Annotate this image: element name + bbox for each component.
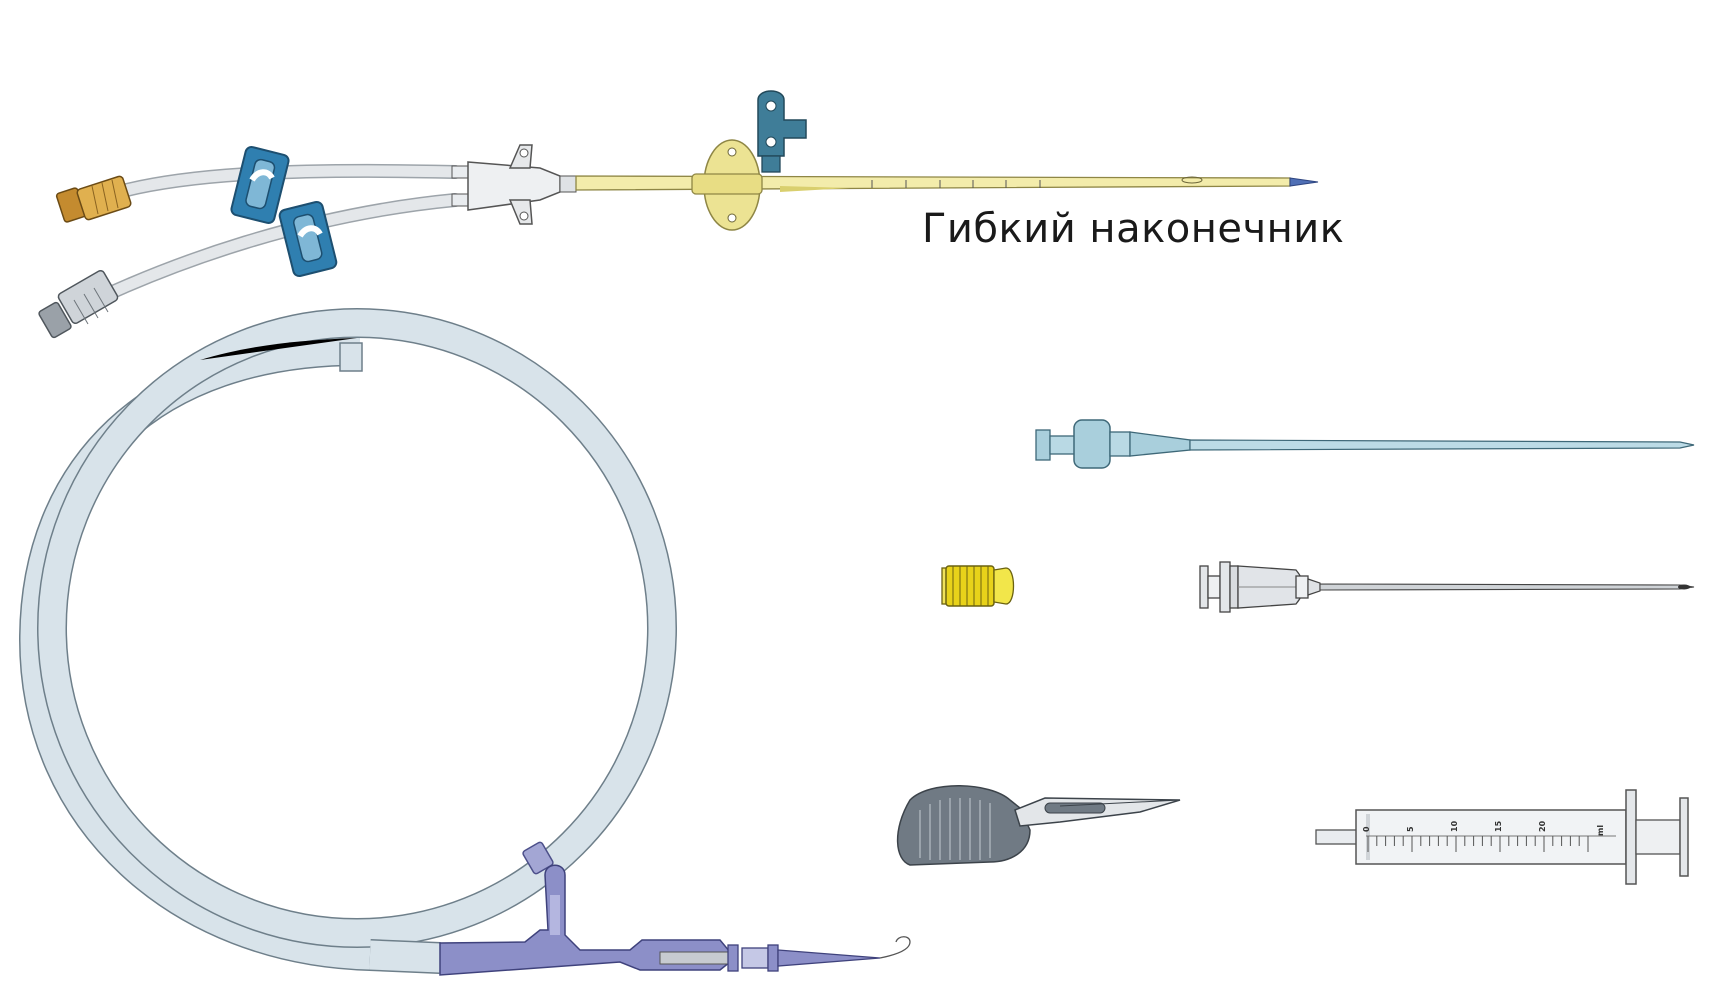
syringe-scale-label-15: 15 (1494, 820, 1503, 832)
syringe-scale-label-20: 20 (1538, 820, 1547, 832)
luer-connector-grey-icon (38, 269, 119, 339)
scalpel-icon (896, 785, 1181, 866)
catheter-shaft-icon (575, 175, 1319, 192)
flexible-tip-caption: Гибкий наконечник (922, 206, 1345, 252)
central-venous-catheter-icon (38, 90, 1319, 339)
dilator-icon (1035, 419, 1695, 469)
guidewire-advancer-icon (439, 864, 911, 976)
introducer-needle-icon (1199, 561, 1695, 613)
luer-connector-orange-icon (55, 175, 132, 223)
syringe-scale-label-5: 5 (1406, 826, 1415, 832)
junction-hub-icon (451, 144, 577, 225)
slide-clamp-upper-icon (230, 145, 290, 225)
injection-cap-icon (941, 565, 1015, 607)
slide-clamp-lower-icon (278, 200, 338, 278)
suture-wing-icon (691, 139, 763, 231)
syringe-scale-label-ml: ml (1596, 825, 1605, 836)
syringe-scale-label-0: 0 (1362, 826, 1371, 832)
syringe-scale-label-10: 10 (1450, 820, 1459, 832)
syringe-icon: 0 5 10 15 20 ml (1315, 789, 1689, 885)
guidewire-dispenser-icon (18, 308, 911, 976)
catheter-fastener-icon (757, 90, 807, 173)
